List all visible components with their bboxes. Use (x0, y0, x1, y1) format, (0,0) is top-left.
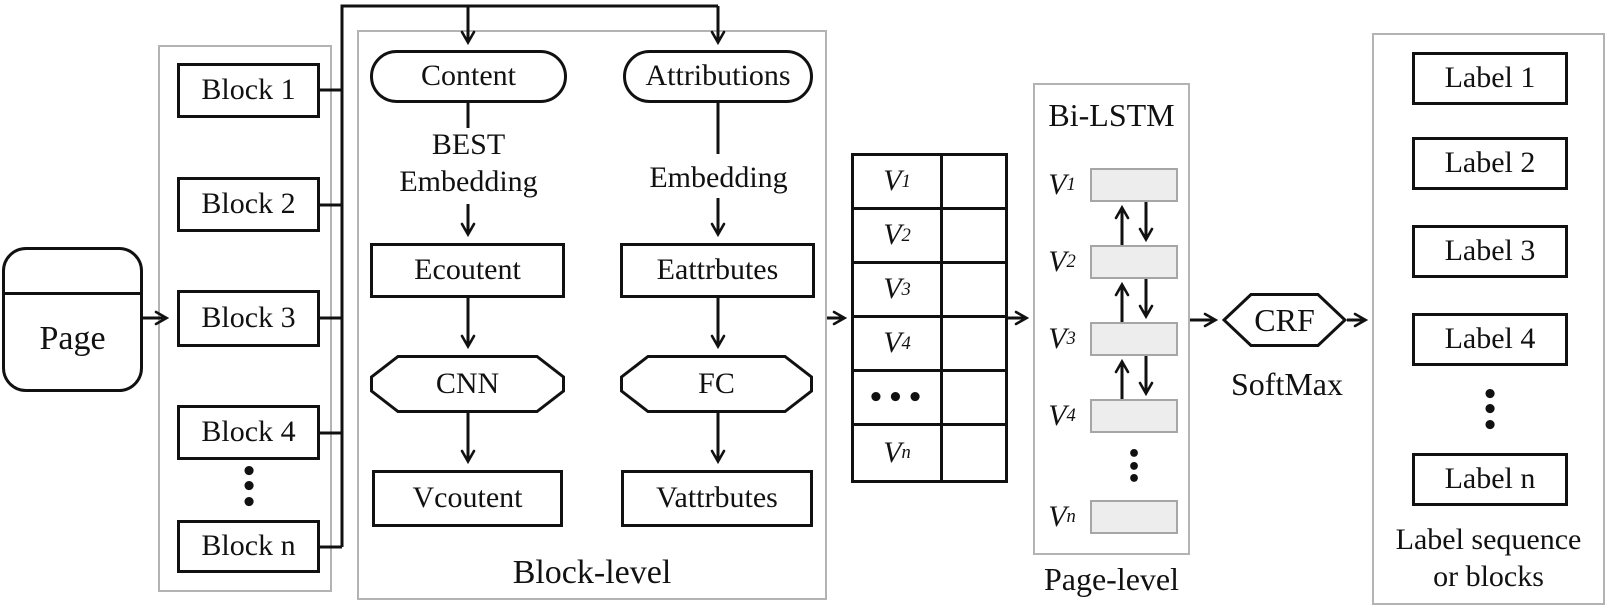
label-text: Label 3 (1444, 234, 1536, 268)
bilstm-ellipsis-dots: • • • (1126, 441, 1142, 493)
cnn-label: CNN (435, 366, 500, 400)
vector-base: V (1048, 167, 1067, 201)
vector-base: V (883, 218, 902, 252)
content-source-label: Content (421, 59, 516, 93)
label-node: Label 1 (1412, 52, 1568, 105)
block-node: Block 2 (177, 177, 320, 232)
lstm-cell (1090, 168, 1178, 202)
lstm-cell (1090, 322, 1178, 356)
eattrbutes-box: Eattrbutes (620, 243, 815, 298)
block-label: Block 4 (201, 415, 296, 449)
block-level-caption: Block-level (512, 553, 672, 591)
crf-node: CRF (1222, 293, 1347, 347)
crf-label: CRF (1254, 301, 1315, 338)
vattrbutes-label: Vattrbutes (656, 481, 778, 515)
lstm-cell (1090, 399, 1178, 433)
fc-label: FC (698, 366, 735, 400)
vector-base: V (1048, 398, 1067, 432)
label-text: Label n (1444, 462, 1536, 496)
bilstm-panel (1033, 83, 1190, 555)
vattrbutes-box: Vattrbutes (621, 470, 813, 527)
embedding-label: Embedding (649, 160, 788, 194)
block-node: Block 4 (177, 405, 320, 460)
page-level-caption: Page-level (1043, 560, 1180, 597)
labels-caption: Label sequence or blocks (1395, 523, 1582, 593)
vector-base: V (1048, 321, 1067, 355)
vcoutent-label: Vcoutent (412, 481, 523, 515)
block-node: Block 3 (177, 290, 320, 347)
attributions-source-label: Attributions (645, 59, 791, 93)
label-node: Label 2 (1412, 137, 1568, 190)
vector-base: V (883, 272, 902, 306)
page-node-header-divider (4, 292, 141, 295)
labels-ellipsis-dots: • • • (1481, 380, 1499, 441)
vector-base: V (883, 326, 902, 360)
fc-node: FC (620, 355, 813, 413)
label-text: Label 1 (1444, 61, 1536, 95)
bilstm-title: Bi-LSTM (1048, 96, 1175, 133)
vector-table-column-divider (940, 156, 943, 480)
content-source-node: Content (370, 50, 567, 103)
label-node: Label 4 (1412, 313, 1568, 366)
label-text: Label 4 (1444, 322, 1536, 356)
vector-table-row: ••• (854, 372, 1005, 426)
best-embedding-label: BEST Embedding (399, 128, 538, 198)
ecoutent-label: Ecoutent (414, 253, 521, 287)
page-node: Page (2, 247, 143, 392)
vector-ellipsis-dots: ••• (867, 382, 927, 413)
block-node: Block n (177, 520, 320, 573)
label-node: Label 3 (1412, 225, 1568, 278)
vector-base: V (1048, 244, 1067, 278)
vector-base: V (1048, 499, 1067, 533)
attributions-source-node: Attributions (623, 50, 813, 103)
eattrbutes-label: Eattrbutes (656, 253, 779, 287)
hexagon-shape-icon (1222, 293, 1347, 347)
lstm-cell (1090, 500, 1178, 534)
blocks-ellipsis-dots: • • • (240, 457, 258, 518)
block-label: Block 1 (201, 73, 296, 107)
block-node: Block 1 (177, 63, 320, 118)
block-label: Block 3 (201, 301, 296, 335)
vector-base: V (883, 164, 902, 198)
softmax-label: SoftMax (1231, 365, 1343, 402)
vector-base: V (883, 435, 902, 469)
block-label: Block n (201, 529, 296, 563)
ecoutent-box: Ecoutent (370, 243, 565, 298)
label-node: Label n (1412, 453, 1568, 506)
label-text: Label 2 (1444, 146, 1536, 180)
vcoutent-box: Vcoutent (372, 470, 563, 527)
cnn-node: CNN (370, 355, 565, 413)
block-label: Block 2 (201, 187, 296, 221)
lstm-cell (1090, 245, 1178, 279)
page-node-label: Page (39, 320, 106, 358)
